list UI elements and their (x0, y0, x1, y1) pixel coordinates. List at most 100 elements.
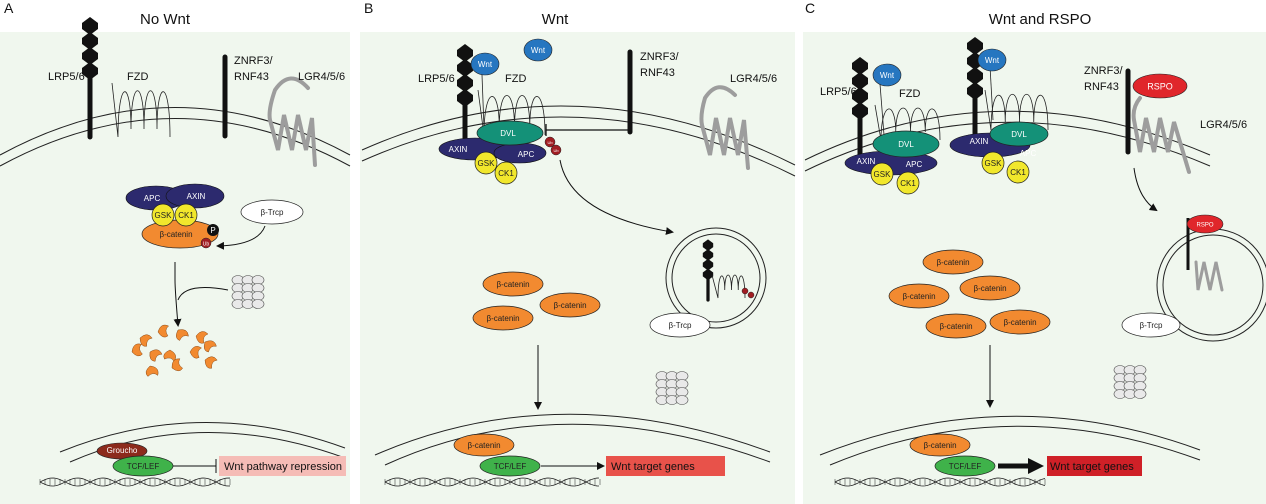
inhibition-proteasome (177, 287, 229, 301)
lrp-domain (82, 17, 98, 35)
groucho-label: Groucho (107, 446, 138, 455)
proteasome-subunit (1133, 365, 1147, 375)
lrp-domain (457, 59, 473, 77)
panel-b: LRP5/6 FZD Wnt Wnt DVL AXIN APC GSK CK1 … (361, 38, 796, 487)
gsk (151, 203, 175, 227)
beta-catenin-fragment (204, 356, 218, 369)
gsk (981, 151, 1005, 175)
lrp-domain (702, 268, 714, 281)
beta-catenin-nuclear (909, 433, 971, 457)
ck1 (174, 203, 198, 227)
tcf-lef-label: TCF/LEF (494, 462, 527, 471)
ck1-label: CK1 (1010, 168, 1026, 177)
axin-label: AXIN (970, 137, 989, 146)
ubiquitin (741, 287, 749, 295)
wnt-ligand (977, 48, 1007, 72)
lgr-receptor (699, 85, 750, 170)
dvl (989, 121, 1049, 147)
arrow-trcp (216, 225, 266, 250)
beta-catenin-fragment (163, 349, 176, 362)
lgr-label: LGR4/5/6 (730, 73, 777, 85)
beta-catenin-nuclear (453, 433, 515, 457)
nuclear-membrane (59, 422, 346, 453)
beta-trcp (240, 199, 304, 225)
tcf-lef-label: TCF/LEF (127, 462, 160, 471)
ubiquitin-label: Ub (553, 148, 559, 153)
arrow-endocytosis (1133, 167, 1158, 212)
ubiquitin-label: Ub (203, 241, 210, 247)
ck1-label: CK1 (900, 179, 916, 188)
lgr-internalized (1194, 260, 1224, 292)
proteasome-subunit (675, 395, 689, 405)
proteasome-subunit (1133, 373, 1147, 383)
rspo (1132, 73, 1188, 99)
rspo-internalized (1186, 214, 1224, 234)
wnt-ligand-free (523, 38, 553, 62)
ubiquitin-label: Ub (547, 140, 553, 145)
phosphate-label: P (210, 226, 215, 235)
beta-catenin-fragment (131, 343, 143, 357)
dvl-label: DVL (898, 140, 914, 149)
lrp-domain (82, 32, 98, 50)
tcf-lef (934, 455, 996, 477)
lgr-receptor (267, 76, 317, 167)
beta-catenin-label: β-catenin (159, 230, 192, 239)
wnt-tether (481, 74, 485, 129)
beta-catenin (539, 292, 601, 318)
endosome-inner (1162, 234, 1264, 336)
axin-label: AXIN (449, 145, 468, 154)
repression-box (219, 456, 346, 476)
dvl (476, 120, 544, 146)
apc-label: APC (906, 160, 923, 169)
dvl-label: DVL (1011, 130, 1027, 139)
panel-b-bg (360, 32, 795, 504)
beta-trcp-label: β-Trcp (261, 208, 285, 217)
ubiquitin (200, 237, 212, 249)
lrp-domain (457, 74, 473, 92)
repression-label: Wnt pathway repression (224, 461, 342, 473)
beta-catenin (989, 309, 1051, 335)
lrp-domain (852, 72, 868, 90)
tcf-lef (479, 455, 541, 477)
panel-c-letter: C (805, 0, 815, 16)
axin-label: AXIN (187, 192, 206, 201)
target-genes-box (1047, 456, 1142, 476)
beta-catenin-label: β-catenin (936, 258, 969, 267)
lrp-domain (702, 258, 714, 271)
dna (384, 477, 601, 487)
znrf-label-2: RNF43 (640, 67, 675, 79)
target-genes-label: Wnt target genes (611, 461, 695, 473)
beta-catenin-fragment (145, 365, 159, 377)
beta-catenin-label: β-catenin (467, 441, 500, 450)
gsk (870, 162, 894, 186)
wnt-free-label: Wnt (531, 46, 546, 55)
nuclear-membrane-inner (384, 423, 771, 466)
ubiquitin (747, 291, 755, 299)
lrp-receptor (82, 17, 98, 140)
lrp-domain (702, 249, 714, 261)
beta-catenin (922, 249, 984, 275)
gsk-label: GSK (985, 159, 1003, 168)
proteasome-subunit (251, 283, 265, 293)
beta-catenin (482, 271, 544, 297)
znrf-label-1: ZNRF3/ (234, 55, 273, 67)
panel-a: LRP5/6 FZD ZNRF3/ RNF43 LGR4/5/6 APC AXI… (0, 17, 351, 487)
proteasome-subunit (251, 275, 265, 285)
target-genes-label: Wnt target genes (1050, 461, 1134, 473)
beta-catenin-label: β-catenin (939, 322, 972, 331)
panel-b-title: Wnt (542, 11, 570, 28)
nuclear-membrane-inner (829, 425, 1201, 466)
wnt-ligand (872, 63, 902, 87)
lrp-receptor-internalized (702, 239, 714, 302)
endosome (665, 227, 767, 329)
panel-a-letter: A (4, 0, 14, 16)
dvl (872, 130, 940, 158)
ck1 (494, 161, 518, 185)
dna (39, 477, 231, 487)
ck1 (1006, 160, 1030, 184)
znrf-label-2: RNF43 (234, 71, 269, 83)
wnt-tether (989, 65, 994, 121)
rspo-internalized-label: RSPO (1196, 223, 1213, 229)
proteasome-subunit (675, 387, 689, 397)
